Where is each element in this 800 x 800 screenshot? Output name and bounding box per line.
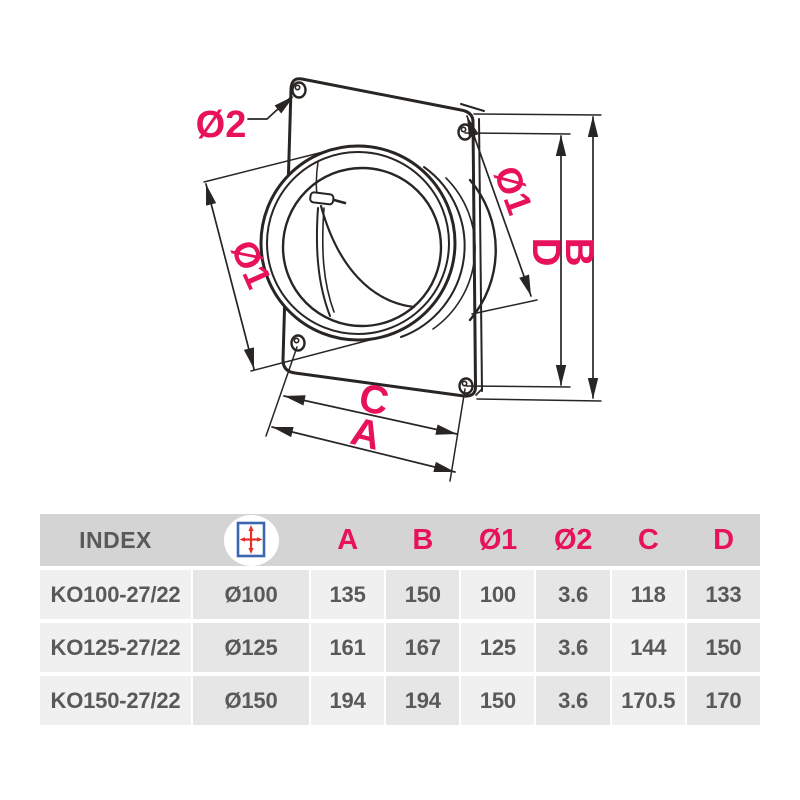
cell-b: 167 [386, 623, 460, 672]
cell-b: 150 [386, 570, 460, 619]
header-cell-index: INDEX [40, 514, 191, 566]
header-cell-b: B [412, 523, 434, 556]
dim-label-dia1-right: Ø1 [486, 161, 541, 220]
cell-diameter: Ø150 [193, 676, 309, 725]
cell-dia1: 150 [461, 676, 535, 725]
cell-b: 194 [386, 676, 460, 725]
dim-label-dia2: Ø2 [196, 104, 247, 146]
cell-d: 150 [686, 623, 760, 672]
cell-dia2: 3.6 [536, 570, 610, 619]
duct-side-arc [468, 178, 538, 322]
spec-table: INDEX [40, 514, 760, 725]
duct-depth-arcs [400, 166, 476, 338]
damper-flap [315, 204, 416, 317]
cell-c: 170.5 [611, 676, 685, 725]
header-cell-c: C [637, 523, 659, 556]
header-cell-dia2: Ø2 [554, 523, 593, 556]
cell-c: 118 [611, 570, 685, 619]
cell-c: 144 [611, 623, 685, 672]
header-cell-dia1: Ø1 [478, 523, 517, 556]
table-row-ko125: KO125-27/22 Ø125 161 167 125 3.6 144 150 [40, 623, 760, 672]
cell-a: 161 [311, 623, 385, 672]
dimension-lines [203, 97, 602, 482]
technical-drawing: Ø2 Ø1 Ø1 D B C A [196, 77, 602, 482]
cell-dia1: 100 [461, 570, 535, 619]
header-cell-a: A [337, 523, 358, 556]
cell-a: 194 [311, 676, 385, 725]
index-header-label: INDEX [79, 526, 152, 553]
table-row-ko150: KO150-27/22 Ø150 194 194 150 3.6 170.5 1… [40, 676, 760, 725]
duct-spigot-front [259, 144, 457, 342]
table-header-row: INDEX [40, 514, 760, 566]
dim-label-a: A [346, 409, 385, 459]
screw-hole-bottom-left [290, 334, 306, 352]
cell-a: 135 [311, 570, 385, 619]
damper-hinge [309, 161, 347, 206]
cell-dia1: 125 [461, 623, 535, 672]
cell-dia2: 3.6 [536, 676, 610, 725]
cell-index: KO125-27/22 [40, 623, 191, 672]
cell-d: 170 [686, 676, 760, 725]
header-cell-d: D [713, 523, 734, 556]
cell-diameter: Ø125 [193, 623, 309, 672]
screw-hole-top-left [291, 81, 307, 99]
dimensions-icon-badge [223, 514, 279, 566]
cell-diameter: Ø100 [193, 570, 309, 619]
dimensions-cross-icon [236, 521, 266, 558]
dim-label-b: B [557, 238, 601, 267]
cell-index: KO150-27/22 [40, 676, 191, 725]
table-row-ko100: KO100-27/22 Ø100 135 150 100 3.6 118 133 [40, 570, 760, 619]
cell-dia2: 3.6 [536, 623, 610, 672]
dim-label-d: D [524, 238, 568, 267]
dimension-arrowheads [206, 96, 599, 472]
header-cell-icon [193, 514, 309, 566]
cell-index: KO100-27/22 [40, 570, 191, 619]
cell-d: 133 [686, 570, 760, 619]
